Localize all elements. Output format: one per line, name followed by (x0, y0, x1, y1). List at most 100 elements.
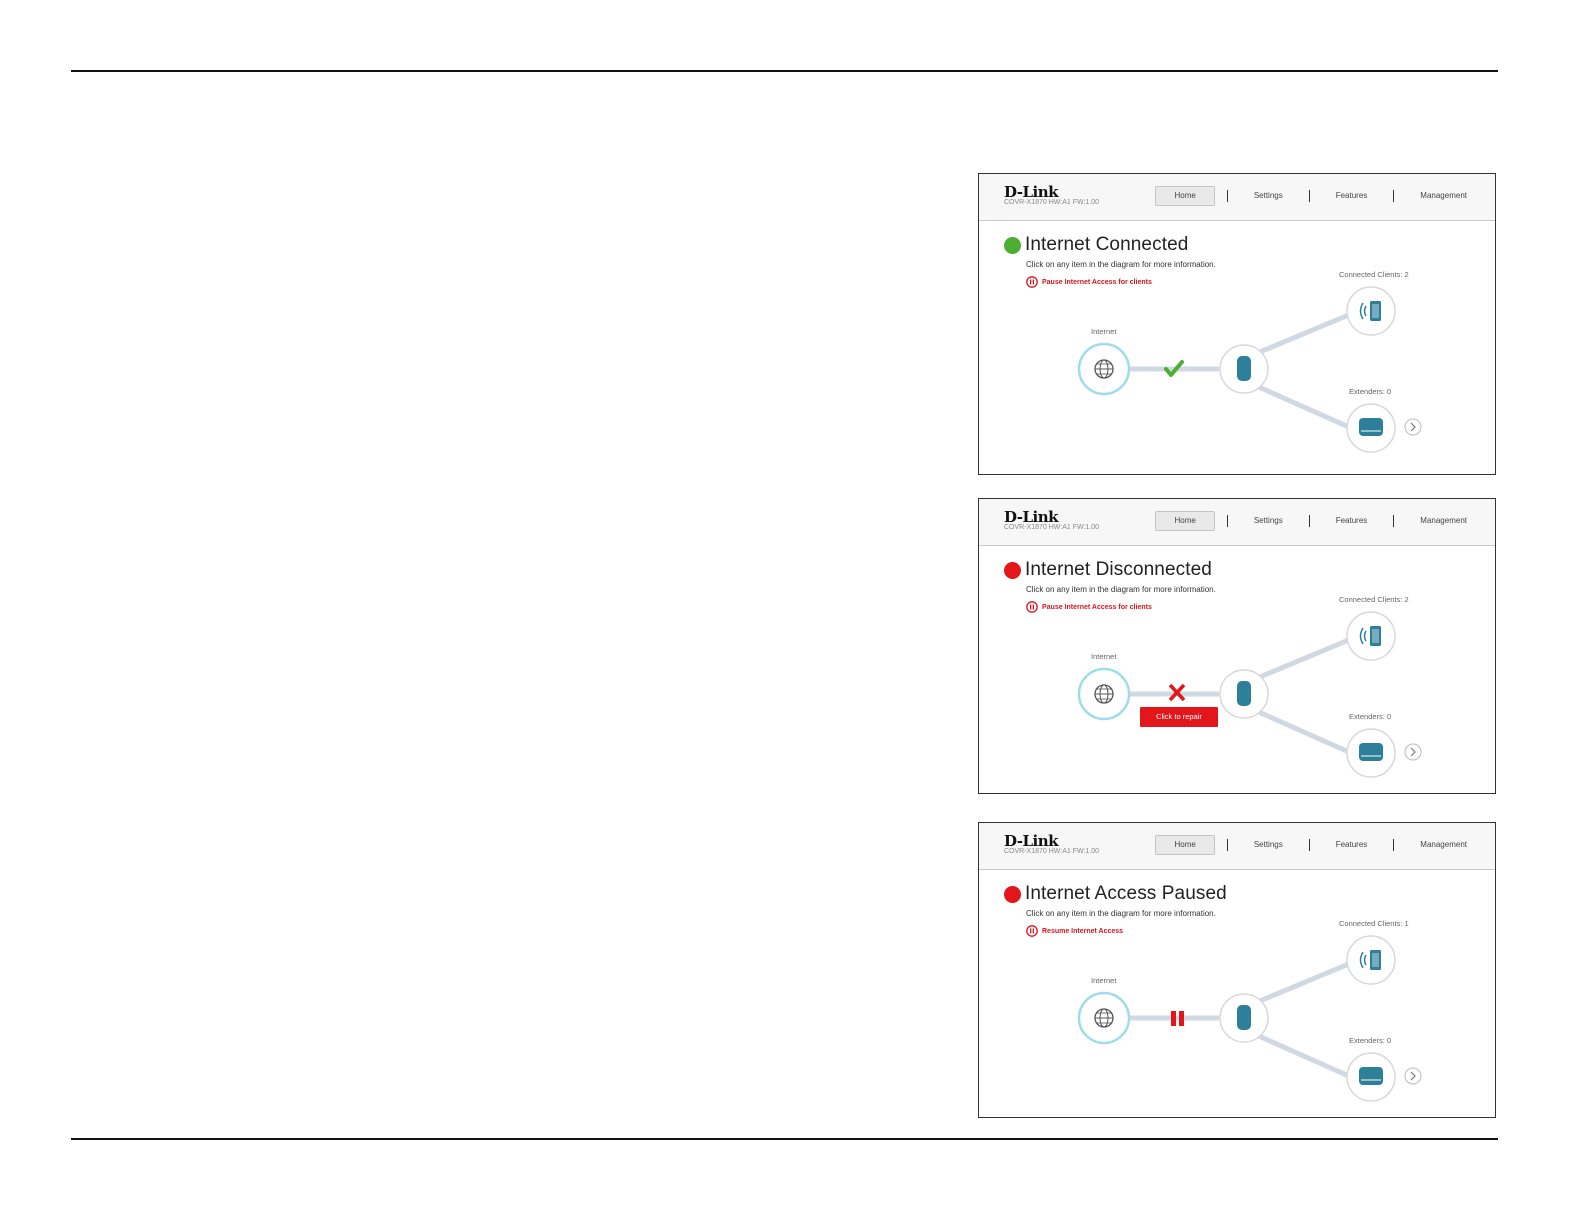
pause-icon (1171, 1011, 1184, 1026)
router-header: D-Link COVR-X1870 HW:A1 FW:1.00 Home Set… (979, 174, 1495, 221)
extender-icon (1359, 1067, 1383, 1085)
tab-management[interactable]: Management (1420, 191, 1467, 200)
tab-management[interactable]: Management (1420, 516, 1467, 525)
router-icon (1237, 356, 1251, 381)
wireless-device-icon (1359, 626, 1381, 646)
clients-node[interactable] (1346, 611, 1396, 661)
internet-node[interactable] (1077, 667, 1131, 721)
extenders-link-line (1241, 1026, 1353, 1080)
router-node[interactable] (1219, 344, 1269, 394)
tab-settings[interactable]: Settings (1253, 191, 1283, 200)
extenders-link-line (1241, 377, 1353, 431)
pause-resume-link[interactable]: Pause Internet Access for clients (1026, 276, 1152, 288)
extender-icon (1359, 418, 1383, 436)
pause-circle-icon (1026, 925, 1038, 937)
pause-resume-link[interactable]: Pause Internet Access for clients (1026, 601, 1152, 613)
tab-settings[interactable]: Settings (1253, 840, 1283, 849)
tab-features[interactable]: Features (1335, 840, 1368, 849)
repair-button[interactable]: Click to repair (1140, 707, 1218, 727)
chevron-right-icon (1410, 422, 1416, 432)
globe-icon (1094, 1008, 1114, 1028)
status-title: Internet Connected (1025, 234, 1189, 255)
status-dot (1004, 561, 1021, 579)
status-dot (1004, 885, 1021, 903)
tab-settings[interactable]: Settings (1253, 516, 1283, 525)
tab-home[interactable]: Home (1155, 511, 1215, 531)
connected-clients-label: Connected Clients: 2 (1339, 270, 1409, 279)
internet-label: Internet (1091, 976, 1117, 985)
internet-status: Internet Disconnected (1004, 559, 1212, 581)
model-info: COVR-X1870 HW:A1 FW:1.00 (1004, 199, 1100, 206)
internet-node[interactable] (1077, 991, 1131, 1045)
tab-features[interactable]: Features (1335, 516, 1368, 525)
chevron-right-icon (1410, 1071, 1416, 1081)
router-node[interactable] (1219, 669, 1269, 719)
dlink-logo: D-Link (1004, 832, 1059, 850)
extenders-node[interactable] (1346, 728, 1396, 778)
bottom-rule (71, 1138, 1498, 1140)
model-info: COVR-X1870 HW:A1 FW:1.00 (1004, 524, 1100, 531)
check-icon (1164, 360, 1184, 377)
main-nav: Home Settings Features Management (1155, 835, 1481, 855)
internet-label: Internet (1091, 327, 1117, 336)
pause-resume-label: Pause Internet Access for clients (1042, 603, 1152, 611)
nav-separator (1393, 839, 1395, 851)
wireless-device-icon (1359, 950, 1381, 970)
nav-separator (1393, 190, 1395, 202)
diagram-hint: Click on any item in the diagram for mor… (1026, 909, 1216, 918)
tab-home[interactable]: Home (1155, 835, 1215, 855)
extenders-node[interactable] (1346, 1052, 1396, 1102)
tab-home[interactable]: Home (1155, 186, 1215, 206)
network-diagram (1077, 286, 1422, 453)
extenders-node[interactable] (1346, 403, 1396, 453)
extenders-next-button[interactable] (1404, 743, 1422, 761)
screenshot-internet-paused: D-Link COVR-X1870 HW:A1 FW:1.00 Home Set… (978, 822, 1496, 1118)
nav-separator (1226, 839, 1228, 851)
router-node[interactable] (1219, 993, 1269, 1043)
router-header: D-Link COVR-X1870 HW:A1 FW:1.00 Home Set… (979, 823, 1495, 870)
pause-circle-icon (1026, 276, 1038, 288)
diagram-hint: Click on any item in the diagram for mor… (1026, 585, 1216, 594)
pause-resume-label: Resume Internet Access (1042, 927, 1124, 935)
extenders-next-button[interactable] (1404, 418, 1422, 436)
model-info: COVR-X1870 HW:A1 FW:1.00 (1004, 848, 1100, 855)
network-diagram (1077, 611, 1422, 778)
nav-separator (1308, 190, 1310, 202)
connected-clients-label: Connected Clients: 2 (1339, 595, 1409, 604)
dlink-logo: D-Link (1004, 183, 1059, 201)
pause-resume-link[interactable]: Resume Internet Access (1026, 925, 1123, 937)
extenders-label: Extenders: 0 (1349, 1036, 1392, 1045)
router-header: D-Link COVR-X1870 HW:A1 FW:1.00 Home Set… (979, 499, 1495, 546)
extenders-label: Extenders: 0 (1349, 712, 1392, 721)
nav-separator (1393, 515, 1395, 527)
nav-separator (1308, 839, 1310, 851)
pause-resume-label: Pause Internet Access for clients (1042, 278, 1152, 286)
nav-separator (1308, 515, 1310, 527)
internet-node[interactable] (1077, 342, 1131, 396)
cross-icon[interactable] (1168, 683, 1186, 702)
main-nav: Home Settings Features Management (1155, 186, 1481, 206)
screenshot-internet-disconnected: D-Link COVR-X1870 HW:A1 FW:1.00 Home Set… (978, 498, 1496, 794)
chevron-right-icon (1410, 747, 1416, 757)
dlink-logo: D-Link (1004, 508, 1059, 526)
globe-icon (1094, 359, 1114, 379)
connected-clients-label: Connected Clients: 1 (1339, 919, 1409, 928)
wireless-device-icon (1359, 301, 1381, 321)
main-nav: Home Settings Features Management (1155, 511, 1481, 531)
tab-features[interactable]: Features (1335, 191, 1368, 200)
internet-label: Internet (1091, 652, 1117, 661)
extender-icon (1359, 743, 1383, 761)
nav-separator (1226, 515, 1228, 527)
extenders-next-button[interactable] (1404, 1067, 1422, 1085)
status-dot (1004, 236, 1021, 254)
clients-node[interactable] (1346, 286, 1396, 336)
router-icon (1237, 681, 1251, 706)
internet-status: Internet Access Paused (1004, 883, 1227, 905)
tab-management[interactable]: Management (1420, 840, 1467, 849)
network-diagram (1077, 935, 1422, 1102)
clients-node[interactable] (1346, 935, 1396, 985)
status-title: Internet Disconnected (1025, 559, 1212, 580)
diagram-hint: Click on any item in the diagram for mor… (1026, 260, 1216, 269)
extenders-label: Extenders: 0 (1349, 387, 1392, 396)
internet-status: Internet Connected (1004, 234, 1188, 256)
